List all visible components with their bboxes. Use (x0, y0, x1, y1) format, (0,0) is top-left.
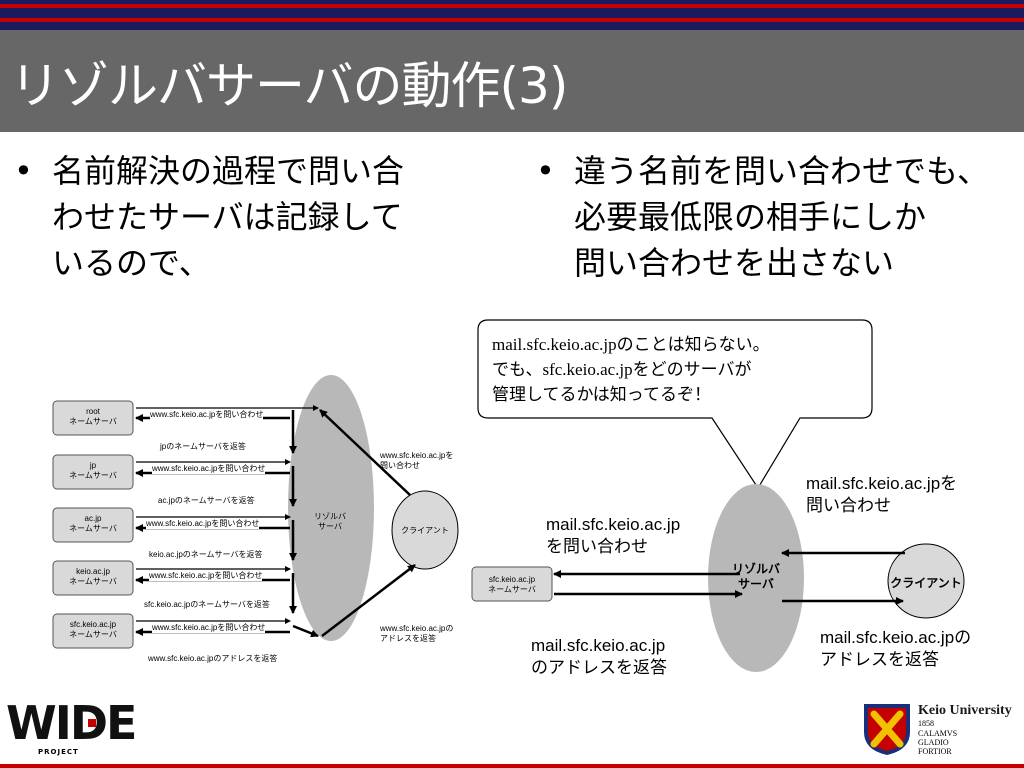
bullet-right-line-3: 問い合わせを出さない (574, 244, 895, 282)
right-reply-label: mail.sfc.keio.ac.jp のアドレスを返答 (531, 635, 667, 679)
bullet-marker: • (14, 152, 33, 190)
server-name: ac.jp (84, 514, 102, 523)
server-name: jp (89, 461, 97, 470)
keio-name: Keio University (918, 703, 1012, 718)
server-name: sfc.keio.ac.jp (69, 620, 117, 629)
bullet-left-line-3: いるので、 (52, 244, 211, 282)
right-client-oval (887, 543, 965, 619)
callout-line-3: 管理してるかは知ってるぞ！ (492, 385, 711, 404)
bottom-rule (0, 764, 1024, 768)
keio-motto-2: GLADIO (918, 738, 949, 747)
bullet-right: • 違う名前を問い合わせでも、 必要最低限の相手にしか 問い合わせを出さない (536, 148, 990, 286)
query-label: www.sfc.keio.ac.jpを問い合わせ (146, 519, 260, 529)
left-resolver-oval (288, 375, 374, 641)
server-type: ネームサーバ (488, 585, 536, 594)
server-label-sfc-keio-ac-jp: sfc.keio.ac.jp ネームサーバ (53, 620, 133, 640)
left-server-boxes (52, 400, 134, 649)
top-stripe-band (0, 0, 1024, 30)
resolver-line-1: リゾルバ (731, 562, 780, 576)
resolver-line-2: サーバ (738, 577, 774, 591)
query-line-1: mail.sfc.keio.ac.jp (546, 515, 681, 534)
resolver-line-2: サーバ (318, 522, 342, 531)
right-resolver-label: リゾルバ サーバ (716, 562, 796, 592)
reply-label: www.sfc.keio.ac.jpのアドレスを返答 (148, 654, 278, 663)
server-box-keio-ac-jp (52, 560, 134, 596)
right-resolver-oval (708, 484, 804, 672)
left-client-label: クライアント (401, 526, 449, 535)
keio-year: 1858 (918, 719, 934, 728)
keio-motto-3: FORTIOR (918, 747, 952, 756)
right-client-query-label: mail.sfc.keio.ac.jpを 問い合わせ (806, 473, 957, 517)
server-label-root: root ネームサーバ (53, 407, 133, 427)
right-server-box (471, 566, 553, 602)
server-type: ネームサーバ (69, 417, 117, 426)
server-label-jp: jp ネームサーバ (53, 461, 133, 481)
right-client-label: クライアント (890, 576, 962, 590)
reply-label: sfc.keio.ac.jpのネームサーバを返答 (144, 600, 270, 609)
client-reply-line-1: www.sfc.keio.ac.jpの (380, 624, 454, 633)
client-query-line-1: www.sfc.keio.ac.jpを (380, 451, 454, 460)
right-query-label: mail.sfc.keio.ac.jp を問い合わせ (546, 514, 680, 558)
right-server-label: sfc.keio.ac.jp ネームサーバ (472, 575, 552, 595)
client-reply-line-1: mail.sfc.keio.ac.jpの (820, 628, 972, 647)
left-client-reply-label: www.sfc.keio.ac.jpの アドレスを返答 (380, 624, 453, 644)
bullet-left-line-2: わせたサーバは記録して (52, 198, 403, 236)
callout-bubble (477, 319, 873, 490)
callout-text: mail.sfc.keio.ac.jpのことは知らない。 でも、sfc.keio… (492, 332, 770, 407)
client-query-line-1: mail.sfc.keio.ac.jpを (806, 474, 958, 493)
server-name: keio.ac.jp (76, 567, 110, 576)
bullet-left-line-1: 名前解決の過程で問い合 (52, 152, 405, 190)
server-label-keio-ac-jp: keio.ac.jp ネームサーバ (53, 567, 133, 587)
query-line-2: を問い合わせ (546, 537, 648, 556)
query-label: www.sfc.keio.ac.jpを問い合わせ (152, 623, 266, 633)
keio-university-text: Keio University 1858 CALAMVS GLADIO FORT… (918, 703, 1012, 756)
wide-logo: WIDE PROJECT (6, 696, 137, 756)
reply-label: jpのネームサーバを返答 (160, 442, 246, 451)
server-name: sfc.keio.ac.jp (488, 575, 536, 584)
keio-motto-1: CALAMVS (918, 729, 958, 738)
left-client-oval (391, 490, 459, 570)
server-type: ネームサーバ (69, 524, 117, 533)
server-box-jp (52, 454, 134, 490)
reply-line-2: のアドレスを返答 (531, 658, 667, 677)
client-reply-line-2: アドレスを返答 (380, 634, 436, 643)
server-name: root (86, 407, 100, 416)
reply-label: keio.ac.jpのネームサーバを返答 (149, 550, 263, 559)
reply-label: ac.jpのネームサーバを返答 (158, 496, 255, 505)
query-label: www.sfc.keio.ac.jpを問い合わせ (152, 464, 266, 474)
left-client-query-label: www.sfc.keio.ac.jpを 問い合わせ (380, 451, 453, 471)
right-client-reply-label: mail.sfc.keio.ac.jpの アドレスを返答 (820, 627, 971, 671)
bullet-marker: • (536, 152, 555, 190)
resolver-line-1: リゾルバ (314, 512, 346, 521)
server-type: ネームサーバ (69, 630, 117, 639)
server-label-ac-jp: ac.jp ネームサーバ (53, 514, 133, 534)
client-query-line-2: 問い合わせ (806, 496, 891, 515)
bullet-right-line-1: 違う名前を問い合わせでも、 (574, 152, 990, 190)
wide-logo-text: WIDE (6, 696, 137, 750)
keio-crest-icon (864, 704, 910, 755)
callout-line-2: でも、sfc.keio.ac.jpをどのサーバが (492, 360, 752, 379)
query-label: www.sfc.keio.ac.jpを問い合わせ (150, 410, 264, 420)
server-box-root (52, 400, 134, 436)
server-box-ac-jp (52, 507, 134, 543)
query-label: www.sfc.keio.ac.jpを問い合わせ (149, 571, 263, 581)
slide-title: リゾルバサーバの動作(3) (10, 57, 568, 115)
server-type: ネームサーバ (69, 471, 117, 480)
wide-logo-red-dot (88, 719, 96, 727)
left-resolver-label: リゾルバ サーバ (300, 512, 360, 532)
right-arrows (553, 549, 905, 605)
title-bar (0, 30, 1024, 132)
bullet-left: • 名前解決の過程で問い合 わせたサーバは記録して いるので、 (14, 148, 405, 286)
left-reply-arrows (136, 405, 319, 624)
wide-logo-subtext: PROJECT (38, 748, 79, 756)
client-query-line-2: 問い合わせ (380, 461, 420, 470)
server-type: ネームサーバ (69, 577, 117, 586)
server-box-sfc-keio-ac-jp (52, 613, 134, 649)
reply-line-1: mail.sfc.keio.ac.jp (531, 636, 666, 655)
client-reply-line-2: アドレスを返答 (820, 650, 939, 669)
callout-line-1: mail.sfc.keio.ac.jpのことは知らない。 (492, 335, 770, 354)
bullet-right-line-2: 必要最低限の相手にしか (574, 198, 927, 236)
